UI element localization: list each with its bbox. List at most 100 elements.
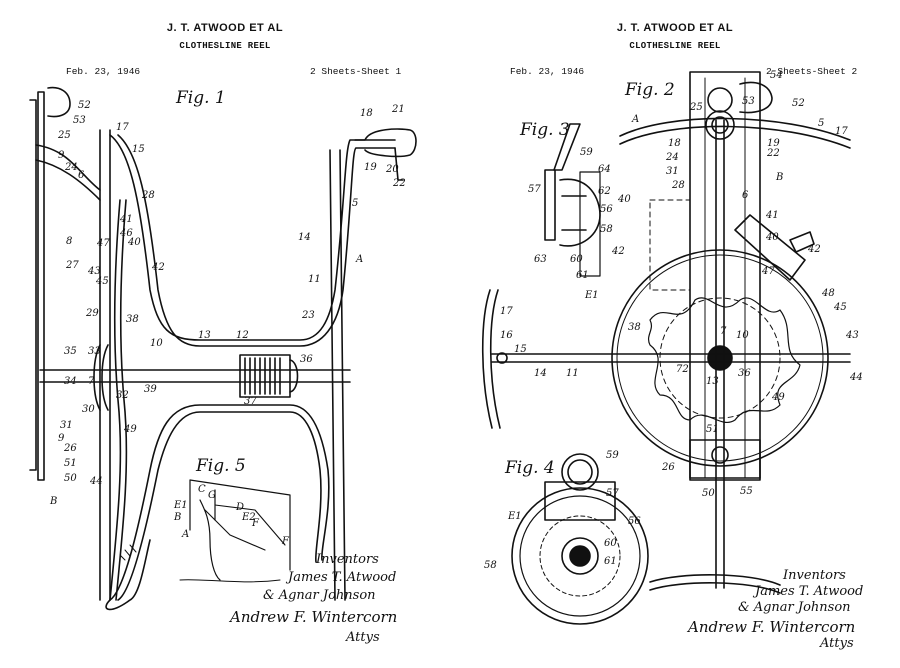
fig1-label: Fig. 1 bbox=[176, 88, 226, 108]
fig2-drawing bbox=[481, 71, 851, 625]
reference-numeral: 31 bbox=[666, 166, 679, 177]
inventors-header: J. T. ATWOOD ET AL bbox=[616, 22, 734, 34]
reference-numeral: 45 bbox=[95, 276, 109, 287]
frame-15 bbox=[109, 134, 396, 341]
reference-numeral: 17 bbox=[116, 122, 129, 133]
reference-numeral: E1 bbox=[584, 290, 599, 301]
filing-date: Feb. 23, 1946 bbox=[66, 66, 141, 77]
frame-column bbox=[689, 71, 761, 481]
reference-numeral: 42 bbox=[611, 246, 625, 257]
reference-numeral: 44 bbox=[849, 372, 863, 383]
inventor-2-name: & Agnar Johnson bbox=[263, 588, 376, 603]
reference-numeral: 15 bbox=[514, 344, 527, 355]
sheet-count: 2 Sheets-Sheet 2 bbox=[766, 66, 858, 77]
reference-numeral: 40 bbox=[765, 232, 779, 243]
fig2-label: Fig. 2 bbox=[625, 80, 675, 100]
reference-numeral: 40 bbox=[127, 237, 141, 248]
reference-numeral: 47 bbox=[761, 266, 775, 277]
reference-numeral: C bbox=[198, 484, 206, 495]
reference-numeral: 42 bbox=[151, 262, 165, 273]
reference-numeral: 16 bbox=[500, 330, 513, 341]
patent-sheet-1: J. T. ATWOOD ET AL CLOTHESLINE REEL Feb.… bbox=[29, 22, 417, 645]
reference-numeral: 31 bbox=[60, 420, 73, 431]
reference-numeral: 52 bbox=[78, 100, 91, 111]
frame-bar-left bbox=[37, 91, 45, 481]
inventors-label: Inventors bbox=[783, 568, 846, 583]
inventors-header: J. T. ATWOOD ET AL bbox=[166, 22, 284, 34]
reference-numeral: 56 bbox=[600, 204, 613, 215]
fig3-label: Fig. 3 bbox=[520, 120, 570, 140]
reference-numeral: 33 bbox=[88, 346, 101, 357]
inventor-2-name: & Agnar Johnson bbox=[738, 600, 851, 615]
reference-numeral: 63 bbox=[534, 254, 547, 265]
reference-numeral: 43 bbox=[845, 330, 859, 341]
reference-numeral: 43 bbox=[87, 266, 101, 277]
reference-numeral: 54 bbox=[770, 70, 783, 81]
reference-numeral: 62 bbox=[598, 186, 611, 197]
reference-numeral: 49 bbox=[771, 392, 785, 403]
reference-numeral: A bbox=[181, 529, 189, 540]
fig5-label: Fig. 5 bbox=[196, 456, 246, 476]
reference-numeral: 38 bbox=[628, 322, 641, 333]
reference-numeral: 19 bbox=[767, 138, 780, 149]
reference-numeral: 23 bbox=[301, 310, 315, 321]
fig4-label: Fig. 4 bbox=[505, 458, 555, 478]
reference-numeral: B bbox=[173, 512, 181, 523]
reference-numeral: 38 bbox=[126, 314, 139, 325]
reference-numeral: F bbox=[281, 536, 290, 547]
reference-numeral: 22 bbox=[766, 148, 780, 159]
reference-numeral: 13 bbox=[198, 330, 211, 341]
reference-numeral: 18 bbox=[668, 138, 681, 149]
reference-numeral: E1 bbox=[173, 500, 188, 511]
reference-numeral: 9 bbox=[58, 433, 65, 444]
reference-numeral: 34 bbox=[64, 376, 77, 387]
reference-numeral: 45 bbox=[833, 302, 847, 313]
reference-numeral: A bbox=[355, 254, 363, 265]
reference-numeral: 26 bbox=[661, 462, 675, 473]
attys-label: Attys bbox=[820, 636, 854, 651]
reference-numeral: 26 bbox=[63, 443, 77, 454]
reference-numeral: 36 bbox=[738, 368, 751, 379]
reference-numeral: 52 bbox=[792, 98, 805, 109]
reference-numeral: 6 bbox=[78, 170, 85, 181]
reference-numeral: 51 bbox=[64, 458, 77, 469]
patent-title: CLOTHESLINE REEL bbox=[629, 41, 721, 51]
hook-52 bbox=[47, 86, 71, 118]
reference-numeral: E1 bbox=[507, 511, 522, 522]
reference-numeral: 19 bbox=[364, 162, 377, 173]
attorney-signature: Andrew F. Wintercorn bbox=[688, 618, 856, 636]
reference-numeral: 15 bbox=[132, 144, 145, 155]
reference-numeral: 7 bbox=[720, 326, 727, 337]
patent-sheet-2: J. T. ATWOOD ET AL CLOTHESLINE REEL Feb.… bbox=[450, 0, 900, 668]
reference-numeral: 50 bbox=[702, 488, 715, 499]
reference-numeral: 8 bbox=[66, 236, 72, 247]
reference-numeral: 30 bbox=[82, 404, 95, 415]
reference-numeral: 48 bbox=[821, 288, 835, 299]
sheet-count: 2 Sheets-Sheet 1 bbox=[310, 66, 402, 77]
reference-numeral: E2 bbox=[241, 512, 256, 523]
reference-numeral: 61 bbox=[604, 556, 617, 567]
reference-numeral: 25 bbox=[57, 130, 71, 141]
reference-numeral: F bbox=[251, 518, 260, 529]
reference-numeral: 61 bbox=[576, 270, 589, 281]
reference-numeral: 10 bbox=[736, 330, 749, 341]
filing-date: Feb. 23, 1946 bbox=[510, 66, 585, 77]
reference-numeral: 32 bbox=[116, 390, 129, 401]
reference-numeral: 50 bbox=[64, 473, 77, 484]
inventor-1-name: James T. Atwood bbox=[288, 570, 397, 585]
fig1-drawing bbox=[29, 86, 417, 611]
reference-numeral: 57 bbox=[528, 184, 541, 195]
reference-numeral: 5 bbox=[818, 118, 824, 129]
patent-title: CLOTHESLINE REEL bbox=[179, 41, 271, 51]
reference-numeral: 53 bbox=[73, 115, 86, 126]
reference-numeral: B bbox=[775, 172, 783, 183]
attys-label: Attys bbox=[346, 630, 380, 645]
frame-plate bbox=[29, 99, 37, 471]
reference-numeral: 9 bbox=[58, 150, 65, 161]
reference-numeral: 37 bbox=[244, 396, 257, 407]
reference-numeral: 36 bbox=[300, 354, 313, 365]
reference-numeral: 40 bbox=[617, 194, 631, 205]
reference-numeral: 11 bbox=[308, 274, 321, 285]
reference-numeral: 14 bbox=[534, 368, 547, 379]
